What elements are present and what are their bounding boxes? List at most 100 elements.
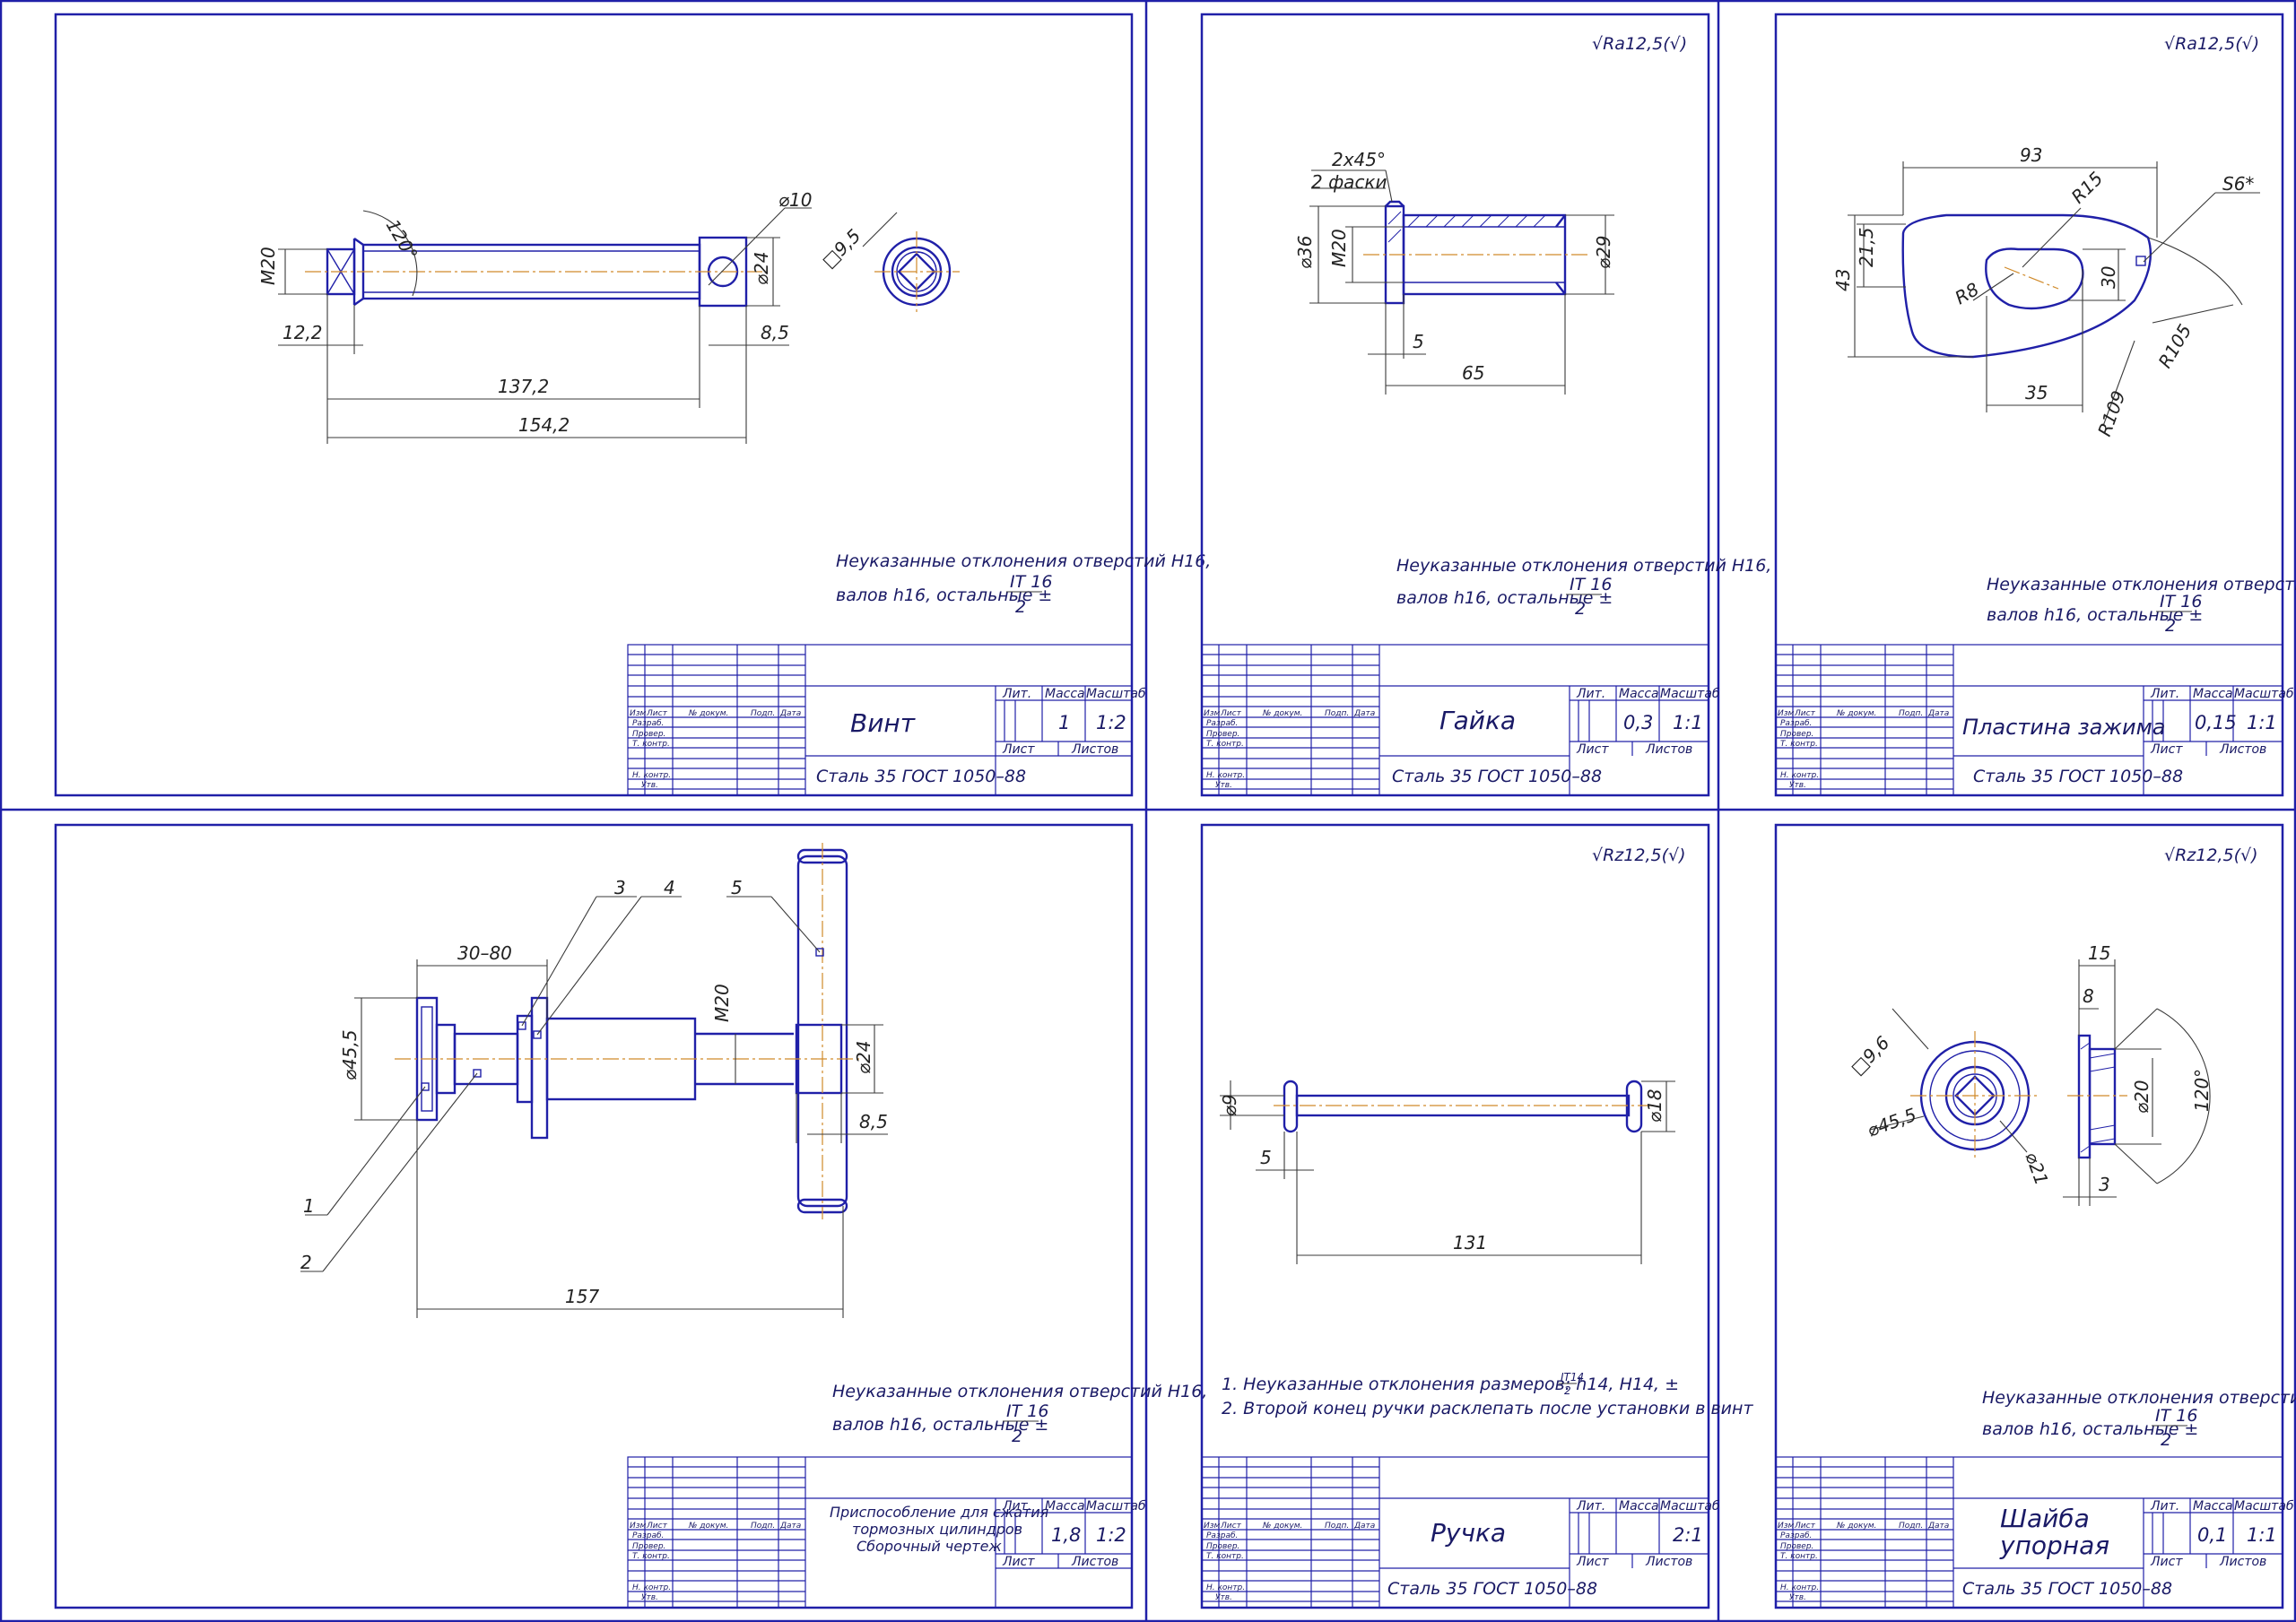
stamp-ncontr: Н. контр. <box>1780 771 1819 780</box>
note-fraction-bottom: 2 <box>2165 616 2176 636</box>
dim-93: 93 <box>2020 144 2042 166</box>
sheet-frame <box>54 13 1134 797</box>
stamp-approve: Утв. <box>1789 781 1806 790</box>
dim-dia9: ⌀9 <box>1219 1094 1240 1116</box>
drawing-title-line-1: Шайба <box>2000 1504 2090 1533</box>
stamp-scale-value: 1:1 <box>2247 712 2277 733</box>
stamp-mass-label: Масса <box>1045 1499 1085 1514</box>
stamp-ncontr: Н. контр. <box>1206 1583 1245 1592</box>
stamp-izm: Изм <box>1778 1522 1795 1531</box>
stamp-sheet-label: Лист <box>2150 742 2183 757</box>
dim-dia45-5: ⌀45,5 <box>1865 1104 1919 1141</box>
tolerance-note: Неуказанные отклонения отверстий H16, ва… <box>1396 556 1771 619</box>
note-fraction-bottom: 2 <box>1575 599 1586 619</box>
roughness-mark: √Ra12,5(√) <box>2164 34 2259 54</box>
note-line-2: валов h16, остальные ± <box>1987 605 2203 625</box>
stamp-sheets-label: Листов <box>1071 1555 1118 1569</box>
stamp-sheet-label: Лист <box>1576 742 1609 757</box>
note-fraction-bottom: 2 <box>1015 597 1026 617</box>
drawing-title: Гайка <box>1439 706 1516 735</box>
callout-2: 2 <box>300 1252 312 1273</box>
stamp-izm: Изм <box>1204 1522 1221 1531</box>
washer-front-view <box>1910 1031 2040 1161</box>
stamp-scale-label: Масштаб <box>1660 1499 1720 1514</box>
drawing-title-line-2: тормозных цилиндров <box>852 1521 1022 1538</box>
sheet-frame <box>1200 823 1710 1609</box>
stamp-sheet-label: Лист <box>1002 1555 1035 1569</box>
dim-dia24: ⌀24 <box>853 1041 874 1075</box>
stamp-date: Дата <box>779 1522 801 1531</box>
stamp-sheets-label: Листов <box>1071 742 1118 757</box>
dim-s6: S6* <box>2222 173 2254 195</box>
stamp-check: Провер. <box>632 730 665 739</box>
stamp-scale-value: 1:1 <box>1673 712 1703 733</box>
stamp-doc: № докум. <box>1262 709 1302 718</box>
note-line-2: валов h16, остальные ± <box>836 585 1052 605</box>
handle-view <box>1274 1080 1655 1133</box>
stamp-tcontr: Т. контр. <box>1206 740 1244 749</box>
dim-157: 157 <box>565 1286 599 1307</box>
assembly-view <box>395 843 861 1219</box>
drawing-title: Ручка <box>1431 1518 1506 1548</box>
stamp-sheet-label: Лист <box>2150 1555 2183 1569</box>
nut-view <box>1363 200 1587 305</box>
screw-side-view <box>305 236 762 308</box>
dimensions: 30–80 ⌀45,5 M20 ⌀24 8,5 157 <box>339 942 888 1318</box>
stamp-scale-label: Масштаб <box>2234 1499 2294 1514</box>
dim-r15: R15 <box>2067 168 2108 208</box>
stamp-list: Лист <box>1794 709 1816 718</box>
dim-dia18: ⌀18 <box>1644 1089 1665 1123</box>
drawing-title-line-2: упорная <box>1999 1531 2109 1560</box>
note-line-1: Неуказанные отклонения отверстий H16, <box>1987 575 2296 594</box>
clamp-plate-view <box>1901 213 2152 359</box>
stamp-ncontr: Н. контр. <box>632 1583 671 1592</box>
dim-35: 35 <box>2025 382 2048 403</box>
callouts: 1 2 3 4 5 <box>300 877 821 1273</box>
stamp-approve: Утв. <box>1789 1593 1806 1602</box>
note-line-2: валов h16, остальные ± <box>1396 588 1613 608</box>
dimensions: 93 R15 S6* 43 21,5 R8 30 35 <box>1832 144 2260 439</box>
dim-r8: R8 <box>1952 278 1983 308</box>
dim-5: 5 <box>1260 1147 1272 1168</box>
stamp-tcontr: Т. контр. <box>632 740 670 749</box>
stamp-tcontr: Т. контр. <box>632 1552 670 1561</box>
stamp-list: Лист <box>646 1522 668 1531</box>
sheet-plastina: √Ra12,5(√) 93 R15 S6* 43 21,5 <box>1774 13 2296 797</box>
stamp-check: Провер. <box>1206 730 1239 739</box>
stamp-check: Провер. <box>1780 1542 1813 1551</box>
dim-square: □9,5 <box>818 225 865 273</box>
stamp-dev: Разраб. <box>1780 719 1812 728</box>
dimensions: ⌀36 M20 ⌀29 2х45° 2 фаски 5 65 <box>1294 149 1614 395</box>
stamp-mass-label: Масса <box>1045 687 1085 701</box>
stamp-scale-label: Масштаб <box>1660 687 1720 701</box>
stamp-mass-value: 0,1 <box>2197 1524 2227 1546</box>
stamp-izm: Изм <box>630 709 647 718</box>
dim-chamfer-note: 2 фаски <box>1311 171 1387 193</box>
stamp-date: Дата <box>1353 709 1375 718</box>
note-line-2: валов h16, остальные ± <box>832 1415 1048 1435</box>
stamp-sign: Подп. <box>1899 709 1923 718</box>
stamp-sheet-label: Лист <box>1002 742 1035 757</box>
sheet-ruchka: √Rz12,5(√) ⌀9 ⌀18 5 131 1. Неуказанные о <box>1200 823 1753 1609</box>
stamp-ncontr: Н. контр. <box>632 771 671 780</box>
stamp-mass-label: Масса <box>1619 1499 1659 1514</box>
drawing-title: Винт <box>850 708 916 738</box>
title-block: Изм Лист № докум. Подп. Дата Разраб. Про… <box>1201 644 1720 796</box>
stamp-dev: Разраб. <box>632 719 664 728</box>
stamp-list: Лист <box>1220 1522 1242 1531</box>
tolerance-note: Неуказанные отклонения отверстий H16, ва… <box>1982 1388 2296 1450</box>
callout-1: 1 <box>303 1195 315 1217</box>
dim-chamfer: 2х45° <box>1332 149 1386 170</box>
stamp-izm: Изм <box>630 1522 647 1531</box>
dim-137-2: 137,2 <box>498 376 549 397</box>
dim-m20: M20 <box>257 247 279 285</box>
dim-m20: M20 <box>711 984 733 1022</box>
title-block: Изм Лист № докум. Подп. Дата Разраб. Про… <box>1775 644 2294 796</box>
dim-dia21: ⌀21 <box>2021 1149 2052 1188</box>
dim-8-5: 8,5 <box>859 1111 888 1132</box>
note-line-1: Неуказанные отклонения отверстий H16, <box>836 551 1211 571</box>
stamp-list: Лист <box>1794 1522 1816 1531</box>
stamp-dev: Разраб. <box>1206 719 1238 728</box>
stamp-doc: № докум. <box>1836 709 1876 718</box>
